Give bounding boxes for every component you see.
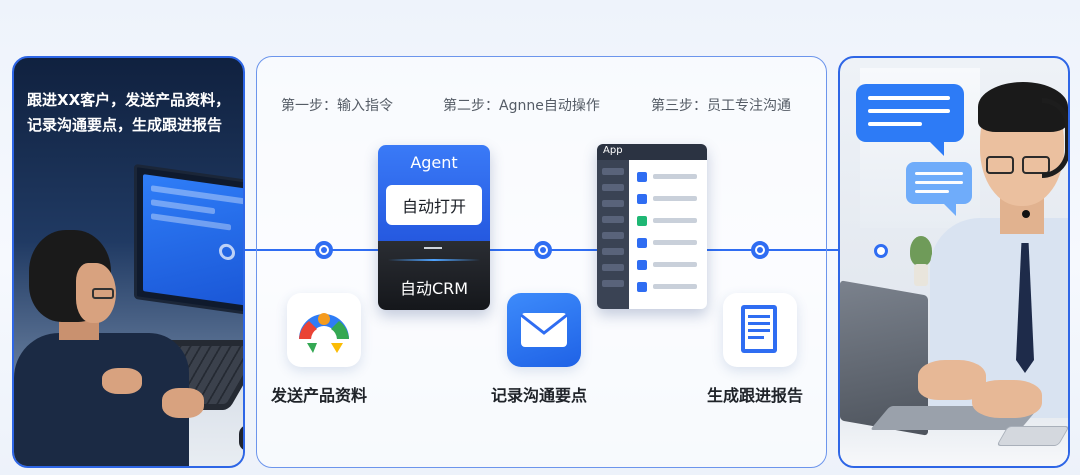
chat-bubble-small-icon xyxy=(906,162,972,204)
instruction-line-2: 记录沟通要点，生成跟进报告 xyxy=(27,113,242,138)
office-worker-typing xyxy=(14,218,214,468)
auto-open-button[interactable]: 自动打开 xyxy=(386,185,482,225)
flow-node-3 xyxy=(751,241,769,259)
app-sidebar xyxy=(597,160,629,309)
auto-crm-label: 自动CRM xyxy=(378,275,490,299)
computer-mouse xyxy=(239,425,245,451)
action-record-notes: 记录沟通要点 xyxy=(491,382,587,406)
drag-handle-icon xyxy=(424,247,442,249)
action-generate-report: 生成跟进报告 xyxy=(707,382,803,406)
app-title: App xyxy=(603,145,623,156)
step-3-label: 第三步：员工专注沟通 xyxy=(651,95,791,115)
app-window: App xyxy=(597,144,707,309)
flow-node-2 xyxy=(534,241,552,259)
flow-node-1 xyxy=(315,241,333,259)
smartphone xyxy=(996,426,1070,446)
app-list-item xyxy=(637,172,701,182)
app-list-item xyxy=(637,260,701,270)
chat-bubble-icon xyxy=(856,84,964,142)
step-2-label: 第二步：Agnne自动操作 xyxy=(443,95,600,115)
product-materials-icon xyxy=(287,293,361,367)
workflow-panel: 第一步：输入指令 第二步：Agnne自动操作 第三步：员工专注沟通 Agent … xyxy=(256,56,827,468)
agent-card: Agent 自动打开 自动CRM xyxy=(378,145,490,310)
agent-title: Agent xyxy=(378,153,490,172)
flow-end-node xyxy=(874,244,888,258)
app-list-item xyxy=(637,216,701,226)
potted-plant xyxy=(910,228,930,288)
app-titlebar: App xyxy=(597,144,707,160)
instruction-caption: 跟进XX客户，发送产品资料， 记录沟通要点，生成跟进报告 xyxy=(27,88,242,138)
report-document-icon xyxy=(723,293,797,367)
mail-icon xyxy=(507,293,581,367)
instruction-line-1: 跟进XX客户，发送产品资料， xyxy=(27,88,242,113)
communication-scene-panel xyxy=(838,56,1070,468)
instruction-scene-panel: 跟进XX客户，发送产品资料， 记录沟通要点，生成跟进报告 xyxy=(12,56,245,468)
action-send-materials: 发送产品资料 xyxy=(271,382,367,406)
step-1-label: 第一步：输入指令 xyxy=(281,95,393,115)
app-list-item xyxy=(637,282,701,292)
app-list-item xyxy=(637,238,701,248)
app-list-item xyxy=(637,194,701,204)
